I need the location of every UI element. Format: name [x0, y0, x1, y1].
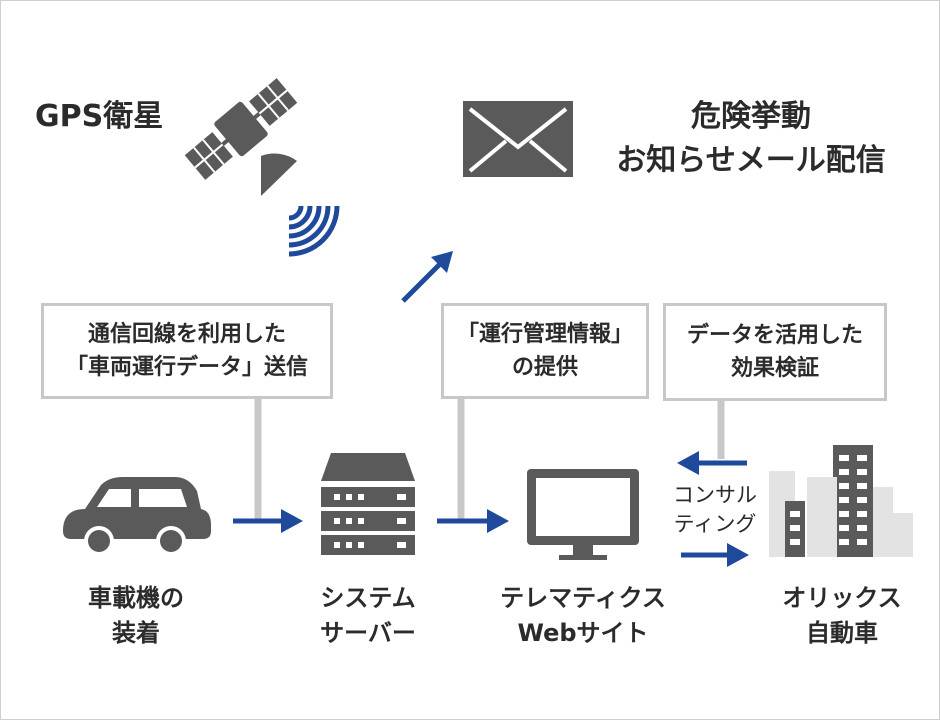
box-effect-verification-line-1: データを活用した — [686, 323, 863, 348]
consulting-line-1: コンサル — [673, 483, 757, 507]
node-label-server-line-1: システム — [320, 584, 416, 612]
node-label-server-line-2: サーバー — [320, 618, 416, 647]
box-info-provision-line-2: の提供 — [511, 355, 578, 380]
node-label-car-line-2: 装着 — [112, 618, 160, 647]
signal-waves-icon — [288, 205, 340, 257]
node-label-web: テレマティクス Webサイト — [487, 581, 679, 651]
gps-satellite-text: GPS衛星 — [35, 99, 164, 134]
node-label-server: システム サーバー — [293, 581, 443, 651]
satellite-icon — [184, 78, 298, 196]
mail-icon — [463, 101, 573, 177]
node-label-car-line-1: 車載機の — [88, 584, 184, 612]
building-icon — [769, 445, 913, 557]
arrow-web-to-orix — [681, 543, 749, 567]
box-effect-verification-line-2: 効果検証 — [730, 356, 819, 381]
arrow-server-to-web — [437, 509, 509, 533]
node-label-orix: オリックス 自動車 — [769, 581, 915, 651]
server-icon — [321, 453, 415, 555]
mail-notification-line-2: お知らせメール配信 — [616, 142, 886, 178]
mail-notification-label: 危険挙動 お知らせメール配信 — [591, 95, 911, 182]
consulting-line-2: ティング — [673, 512, 757, 537]
node-label-web-line-2: Webサイト — [517, 618, 649, 647]
arrow-orix-to-web — [677, 451, 747, 475]
gps-satellite-label: GPS衛星 — [35, 97, 163, 138]
node-label-car: 車載機の 装着 — [51, 581, 221, 651]
consulting-label: コンサル ティング — [665, 481, 765, 540]
node-label-web-line-1: テレマティクス — [500, 584, 666, 612]
box-data-transmission-line-1: 通信回線を利用した — [87, 322, 286, 347]
arrow-car-to-server — [233, 509, 303, 533]
box-info-provision-line-1: 「運行管理情報」 — [456, 322, 633, 347]
node-label-orix-line-2: 自動車 — [806, 618, 878, 647]
mail-notification-line-1: 危険挙動 — [691, 99, 811, 134]
arrow-to-mail — [401, 251, 453, 303]
box-info-provision: 「運行管理情報」 の提供 — [441, 303, 649, 399]
node-label-orix-line-1: オリックス — [782, 584, 902, 612]
monitor-icon — [527, 469, 639, 560]
box-effect-verification: データを活用した 効果検証 — [663, 303, 887, 401]
car-icon — [63, 477, 211, 556]
box-data-transmission: 通信回線を利用した 「車両運行データ」送信 — [41, 303, 333, 399]
box-data-transmission-line-2: 「車両運行データ」送信 — [65, 355, 308, 380]
